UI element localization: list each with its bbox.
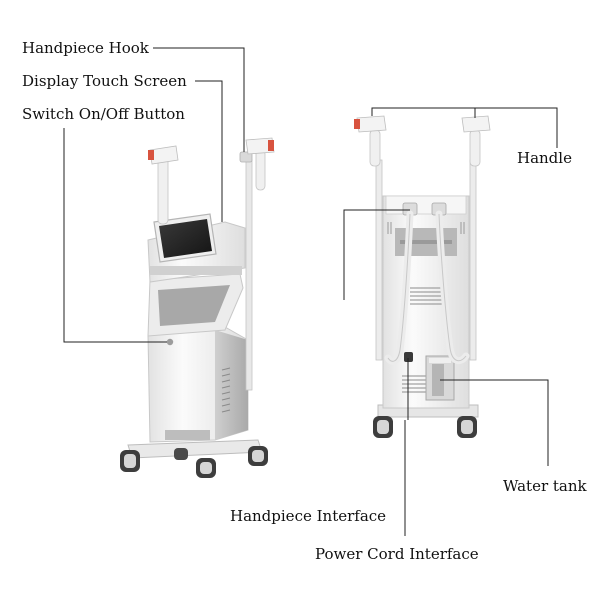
callout-handle (371, 107, 558, 148)
front-waist-shadow (158, 285, 230, 326)
rear-pole-left (375, 159, 383, 361)
power-cord-interface (404, 352, 413, 362)
callout-water-tank (440, 379, 549, 466)
front-handpiece-left (148, 145, 179, 225)
callout-lines (63, 47, 558, 536)
rear-top-vents (387, 222, 465, 234)
label-handpiece-interface: Handpiece Interface (230, 507, 387, 525)
rear-pole-right (469, 159, 477, 361)
rear-lower-grille (402, 375, 428, 393)
label-switch-button: Switch On/Off Button (22, 105, 185, 123)
callout-switch-button (63, 128, 167, 343)
callout-handpiece-interface (343, 209, 410, 296)
front-handpiece-right (245, 137, 275, 191)
front-side-panel (215, 330, 248, 440)
front-machine (120, 137, 275, 478)
switch-button[interactable] (166, 338, 174, 346)
label-water-tank: Water tank (503, 477, 587, 495)
rear-vent-grille (410, 287, 442, 305)
front-pole (245, 159, 253, 391)
callout-display-touch-screen (195, 80, 223, 222)
label-handpiece-hook: Handpiece Hook (22, 39, 149, 57)
label-display-touch-screen: Display Touch Screen (22, 72, 187, 90)
label-handle: Handle (517, 149, 572, 167)
water-tank (425, 355, 455, 401)
label-power-cord-interface: Power Cord Interface (315, 545, 479, 563)
handle-left (354, 115, 387, 167)
front-wheels (120, 446, 268, 478)
front-console-tray (150, 266, 242, 275)
rear-top-cap (385, 195, 467, 215)
handle-right (461, 115, 491, 167)
handpiece-hook (239, 151, 253, 163)
front-side-vents (221, 367, 231, 413)
rear-machine (354, 115, 491, 438)
display-touch-screen[interactable] (153, 213, 217, 263)
rear-wheels (373, 416, 477, 438)
front-base-frame (127, 439, 263, 459)
front-bottom-panel (165, 430, 210, 440)
callout-handpiece-hook (153, 47, 245, 152)
